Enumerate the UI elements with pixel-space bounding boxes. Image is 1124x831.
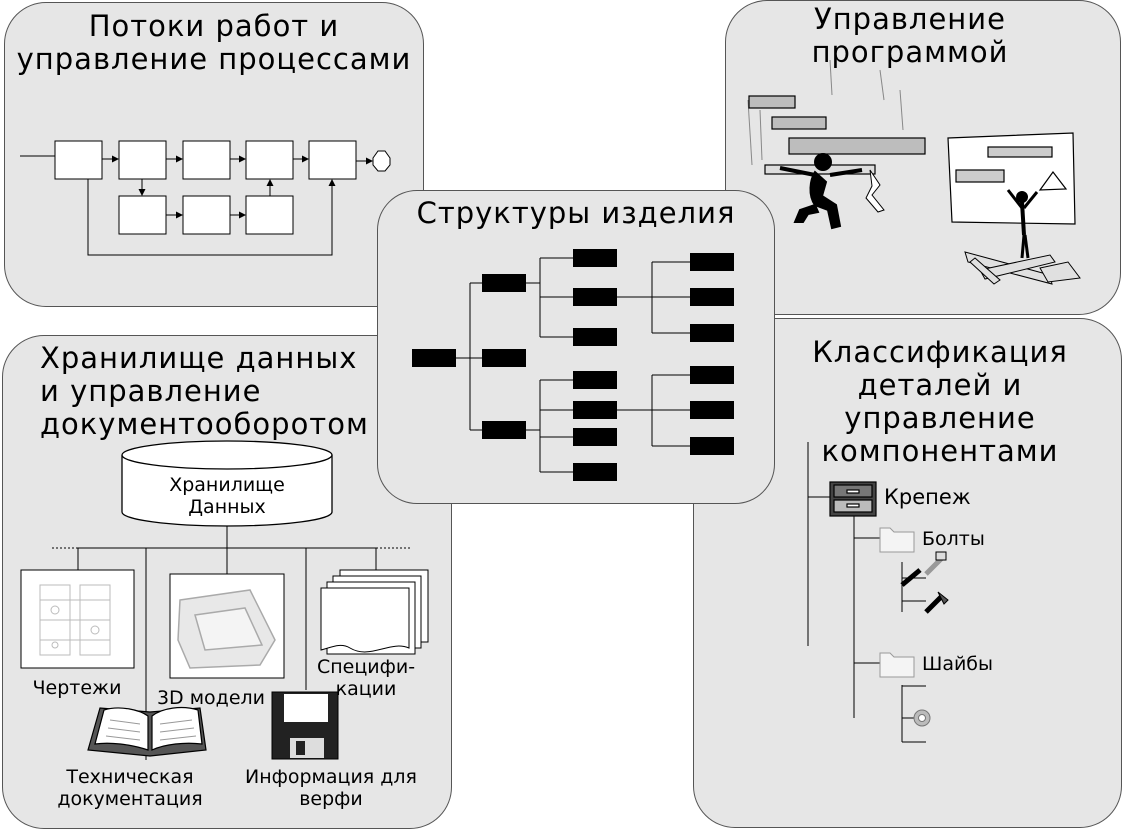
workflow-step bbox=[54, 140, 103, 180]
models-label: 3D модели bbox=[156, 687, 266, 709]
database-label: Хранилище Данных bbox=[169, 474, 285, 518]
technical-book-icon bbox=[87, 706, 207, 757]
structure-node bbox=[690, 253, 734, 271]
figure-lifting-icon bbox=[779, 153, 863, 230]
data-vault-diagram bbox=[20, 440, 429, 760]
structure-node bbox=[573, 428, 617, 446]
structure-node bbox=[690, 437, 734, 455]
product-structure-panel-title: Структуры изделия bbox=[416, 196, 736, 230]
structure-node bbox=[573, 328, 617, 346]
workflow-diagram bbox=[20, 140, 391, 256]
figure-presenting-icon bbox=[1006, 189, 1039, 259]
cabinet-icon bbox=[829, 481, 877, 517]
folder-icon bbox=[879, 652, 915, 678]
structure-node bbox=[482, 421, 526, 439]
structure-node bbox=[690, 366, 734, 384]
screw-icon bbox=[924, 591, 949, 614]
folder-icon bbox=[879, 527, 915, 553]
drawings-label: Чертежи bbox=[32, 677, 122, 699]
structure-node bbox=[690, 324, 734, 342]
workflow-step bbox=[118, 195, 167, 235]
specifications-stack-icon bbox=[320, 569, 429, 655]
structure-node bbox=[690, 401, 734, 419]
structure-node bbox=[573, 288, 617, 306]
structure-node bbox=[573, 463, 617, 481]
specifications-label: Специфи- кации bbox=[316, 656, 416, 700]
bolt-icon bbox=[900, 551, 947, 587]
tree-root-label: Крепеж bbox=[884, 485, 971, 509]
workflow-step bbox=[118, 140, 167, 180]
program-panel-title: Управление программой bbox=[811, 2, 1009, 69]
workflow-step bbox=[182, 140, 231, 180]
classification-panel-title: Классификация деталей и управление компо… bbox=[812, 335, 1068, 468]
structure-node bbox=[412, 349, 456, 367]
program-illustration bbox=[747, 59, 1081, 285]
3d-model-icon bbox=[169, 573, 285, 679]
board-bar bbox=[987, 146, 1053, 158]
structure-node bbox=[690, 288, 734, 306]
workflow-panel-title: Потоки работ и управление процессами bbox=[16, 9, 412, 76]
shipyard-info-label: Информация для верфи bbox=[244, 766, 417, 810]
structure-node bbox=[482, 349, 526, 367]
structure-node bbox=[573, 401, 617, 419]
structure-node bbox=[482, 274, 526, 292]
floppy-disk-icon bbox=[271, 691, 339, 760]
tree-washers-label: Шайбы bbox=[922, 653, 994, 675]
database-cylinder-icon bbox=[121, 440, 333, 527]
gantt-bar bbox=[748, 95, 796, 109]
data-vault-panel-title: Хранилище данных и управление документоо… bbox=[40, 341, 369, 441]
gantt-bar bbox=[771, 116, 827, 130]
triangle-icon bbox=[1038, 170, 1068, 191]
structure-node bbox=[573, 249, 617, 267]
structure-node bbox=[573, 371, 617, 389]
workflow-end-node bbox=[372, 150, 391, 172]
board-bar bbox=[955, 169, 1005, 183]
tree-bolts-label: Болты bbox=[922, 528, 985, 550]
workflow-step bbox=[245, 140, 294, 180]
washer-icon bbox=[913, 709, 931, 727]
drawing-sheet-icon bbox=[20, 569, 135, 669]
gantt-bar bbox=[788, 137, 926, 155]
workflow-step bbox=[308, 140, 357, 180]
tech-docs-label: Техническая документация bbox=[57, 766, 203, 810]
